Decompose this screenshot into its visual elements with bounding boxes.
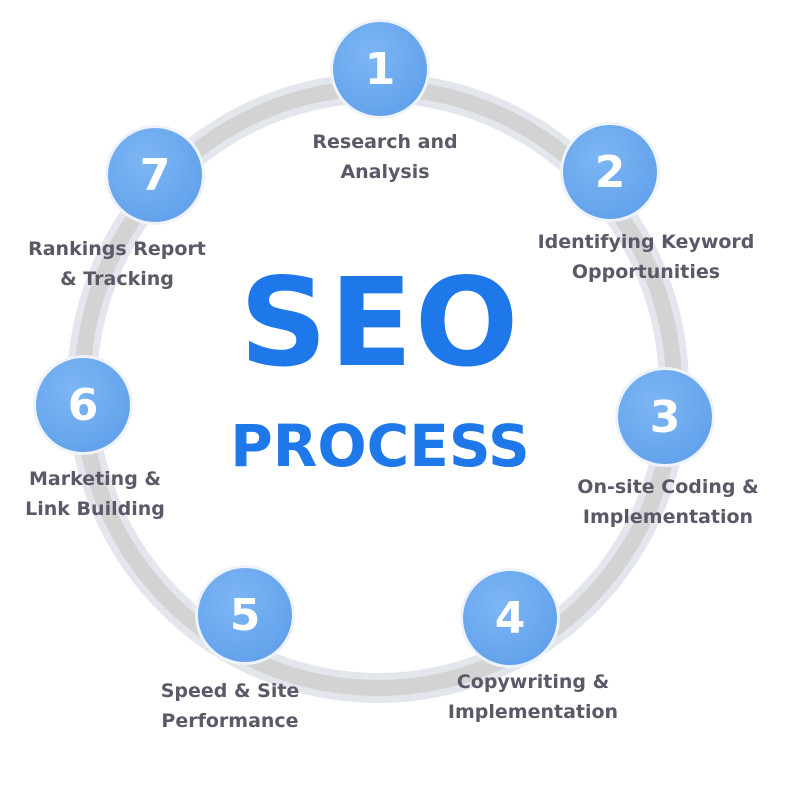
step-4-badge: 4 [463, 571, 557, 665]
process-subtitle: PROCESS [230, 412, 530, 480]
step-6-label: Marketing &Link Building [25, 468, 165, 520]
step-1-badge: 1 [333, 22, 427, 116]
step-2-badge: 2 [563, 125, 657, 219]
step-6-badge: 6 [36, 358, 130, 452]
seo-title: SEO [239, 252, 521, 394]
step-7-label: Rankings Report& Tracking [28, 238, 206, 290]
step-3-label: On-site Coding &Implementation [577, 476, 759, 528]
step-3-badge: 3 [618, 370, 712, 464]
step-7-badge: 7 [108, 128, 202, 222]
step-4-label: Copywriting &Implementation [447, 671, 619, 723]
step-5-badge: 5 [198, 568, 292, 662]
